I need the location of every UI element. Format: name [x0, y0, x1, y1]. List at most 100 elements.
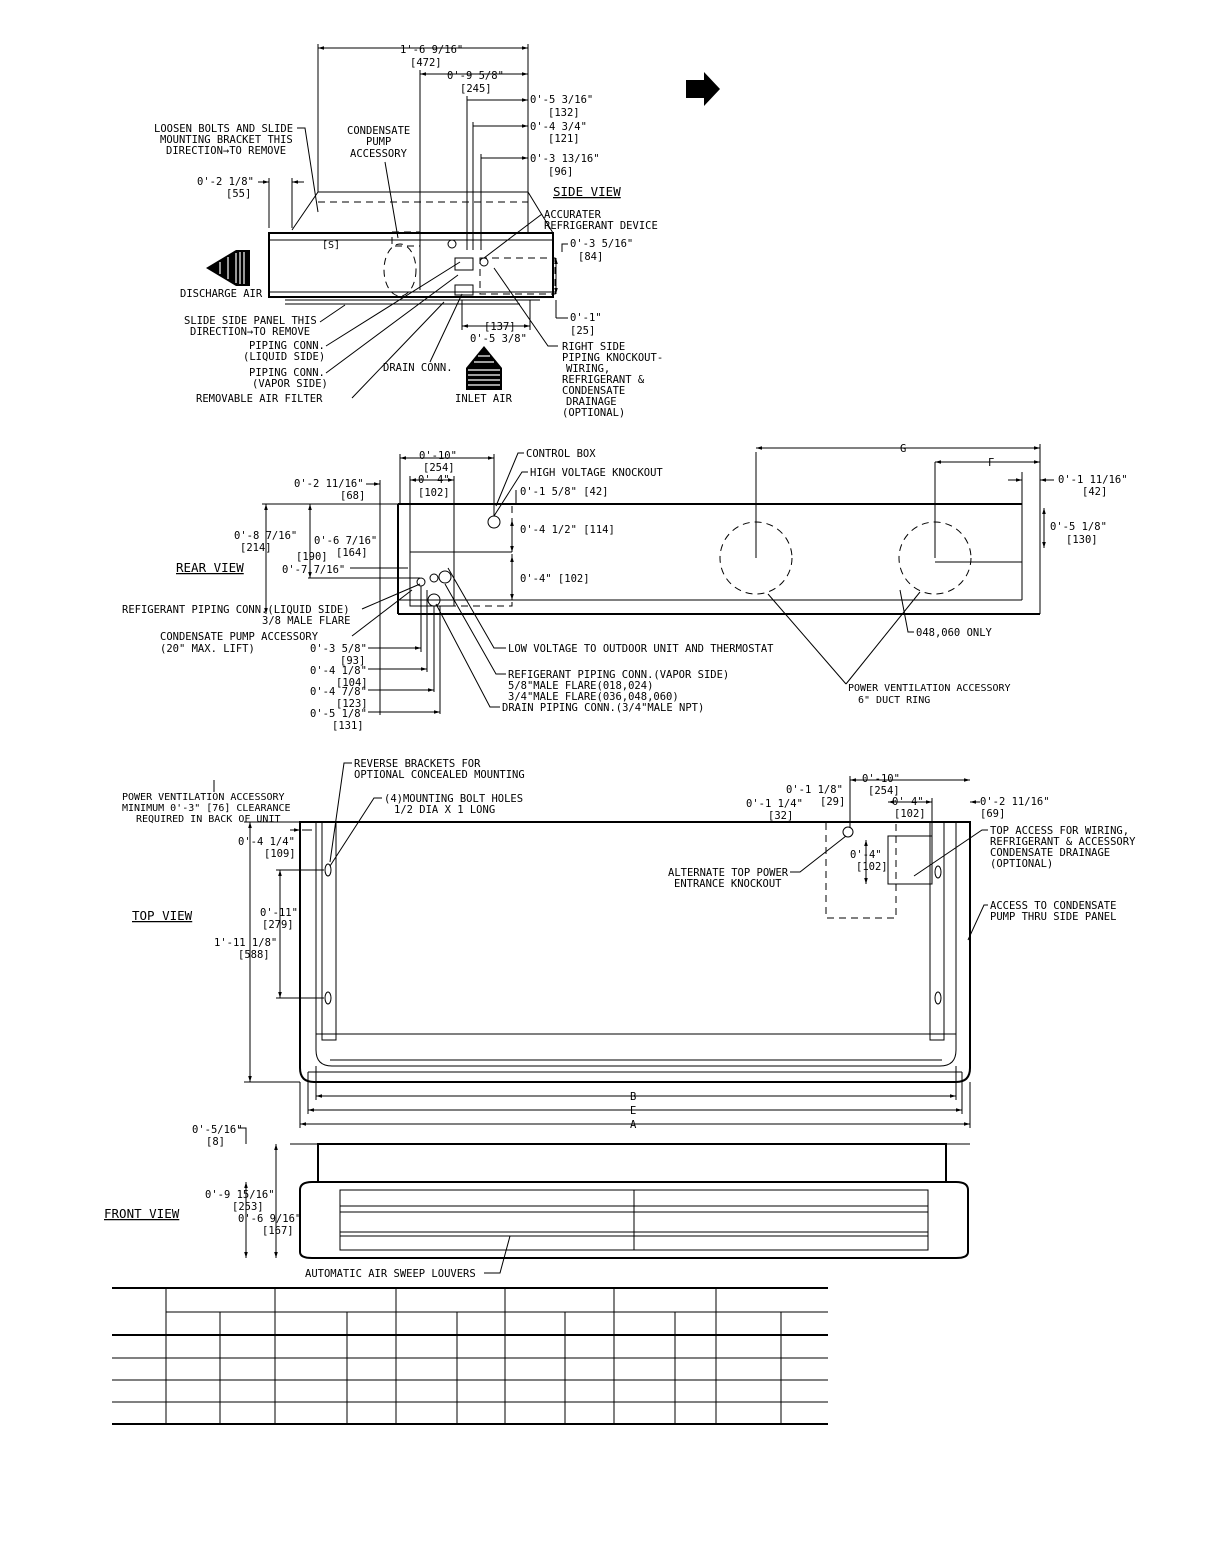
- label-loosen-1: LOOSEN BOLTS AND SLIDE: [154, 123, 293, 135]
- rear-dim-d254-mm: [254]: [423, 462, 455, 474]
- front-view-title: FRONT VIEW: [104, 1206, 180, 1221]
- top-dim-d279-mm: [279]: [262, 919, 294, 931]
- label-rear-drain: DRAIN PIPING CONN.(3/4"MALE NPT): [502, 702, 704, 714]
- rear-dim-d214: 0'-8 7/16": [234, 530, 297, 542]
- rear-dim-d131: 0'-5 1/8": [310, 708, 367, 720]
- label-inlet: INLET AIR: [455, 393, 513, 405]
- label-pump-1: CONDENSATE: [347, 125, 410, 137]
- label-right-2: PIPING KNOCKOUT-: [562, 352, 663, 364]
- rear-dim-d102a-mm: [102]: [418, 487, 450, 499]
- top-dim-b: B: [630, 1091, 636, 1103]
- top-dim-d102b: 0'-4": [850, 849, 882, 861]
- dim-d245: 0'-9 5/8": [447, 70, 504, 82]
- dim-d137: 0'-5 3/8": [470, 333, 527, 345]
- label-pv-2: 6" DUCT RING: [858, 695, 930, 706]
- dim-d55: 0'-2 1/8": [197, 176, 254, 188]
- side-view: [S] 1'-6 9/16" [472] 0'-9 5/8" [245] 0'-…: [154, 44, 663, 419]
- label-top-pv-1: POWER VENTILATION ACCESSORY: [122, 792, 285, 803]
- top-dim-a: A: [630, 1119, 637, 1131]
- label-access-4: (OPTIONAL): [990, 858, 1053, 870]
- dim-overall: 1'-6 9/16": [400, 44, 463, 56]
- rear-dim-r42: 0'-1 11/16": [1058, 474, 1128, 486]
- label-accurater-1: ACCURATER: [544, 209, 602, 221]
- rear-view: 0'-10" [254] 0'-4" [102] 0'-2 11/16" [68…: [122, 443, 1128, 732]
- label-accurater-2: REFRIGERANT DEVICE: [544, 220, 658, 232]
- label-top-pv-3: REQUIRED IN BACK OF UNIT: [136, 814, 281, 825]
- bolt-hole: [324, 863, 332, 877]
- top-dim-d588-mm: [588]: [238, 949, 270, 961]
- label-louvers: AUTOMATIC AIR SWEEP LOUVERS: [305, 1268, 476, 1280]
- top-dim-e: E: [630, 1105, 636, 1117]
- front-dim-d167: 0'-6 9/16": [238, 1213, 301, 1225]
- dim-d96: 0'-3 13/16": [530, 153, 600, 165]
- label-reverse-1: REVERSE BRACKETS FOR: [354, 758, 481, 770]
- rear-dim-d93-mm: [93]: [340, 655, 365, 667]
- rear-dim-d214-mm: [214]: [240, 542, 272, 554]
- label-ref-liq-1: REFIGERANT PIPING CONN.(LIQUID SIDE): [122, 604, 350, 616]
- dim-d132: 0'-5 3/16": [530, 94, 593, 106]
- bolt-hole: [934, 865, 942, 879]
- top-dim-d32-mm: [32]: [768, 810, 793, 822]
- label-slide-1: SLIDE SIDE PANEL THIS: [184, 315, 317, 327]
- label-048-060-only: 048,060 ONLY: [916, 627, 993, 639]
- bolt-hole: [324, 991, 332, 1005]
- rear-dim-d68-mm: [68]: [340, 490, 365, 502]
- label-right-6: DRAINAGE: [566, 396, 617, 408]
- top-dim-d109: 0'-4 1/4": [238, 836, 295, 848]
- dim-d84: 0'-3 5/16": [570, 238, 633, 250]
- top-dim-d102: 0'-4": [892, 796, 924, 808]
- rear-dim-r130: 0'-5 1/8": [1050, 521, 1107, 533]
- bolt-hole: [934, 991, 942, 1005]
- dim-d137-mm: [137]: [484, 321, 516, 333]
- rear-dim-d93: 0'-3 5/8": [310, 643, 367, 655]
- top-dim-d279: 0'-11": [260, 907, 298, 919]
- rear-dim-d164-mm: [164]: [336, 547, 368, 559]
- label-slide-2: DIRECTION→TO REMOVE: [190, 326, 310, 338]
- front-dim-d253-mm: [253]: [232, 1201, 264, 1213]
- top-dim-d29-mm: [29]: [820, 796, 845, 808]
- dim-d25: 0'-1": [570, 312, 602, 324]
- label-pipe-vap-2: (VAPOR SIDE): [252, 378, 328, 390]
- label-hv-knockout: HIGH VOLTAGE KNOCKOUT: [530, 467, 663, 479]
- label-pump-2: PUMP: [366, 136, 391, 148]
- front-view: 0'-5/16" [8] 0'-9 15/16" [253] 0'-6 9/16…: [104, 1124, 970, 1280]
- dim-d25-mm: [25]: [570, 325, 595, 337]
- label-loosen-3: DIRECTION→TO REMOVE: [166, 145, 286, 157]
- label-right-7: (OPTIONAL): [562, 407, 625, 419]
- top-view-title: TOP VIEW: [132, 908, 193, 923]
- rear-view-title: REAR VIEW: [176, 560, 244, 575]
- top-dim-d29: 0'-1 1/8": [786, 784, 843, 796]
- top-view: 1'-11 1/8" [588] 0'-11" [279] 0'-4 1/4" …: [122, 758, 1136, 1131]
- front-dim-d167-mm: [167]: [262, 1225, 294, 1237]
- label-rear-pump-2: (20" MAX. LIFT): [160, 643, 255, 655]
- label-pipe-vap-1: PIPING CONN.: [249, 367, 325, 379]
- label-filter: REMOVABLE AIR FILTER: [196, 393, 323, 405]
- label-right-5: CONDENSATE: [562, 385, 625, 397]
- top-dim-d254-mm: [254]: [868, 785, 900, 797]
- top-dim-d588: 1'-11 1/8": [214, 937, 277, 949]
- dim-overall-mm: [472]: [410, 57, 442, 69]
- label-pv-1: POWER VENTILATION ACCESSORY: [848, 683, 1011, 694]
- front-dim-d8: 0'-5/16": [192, 1124, 243, 1136]
- dim-d55-mm: [55]: [226, 188, 251, 200]
- label-holes-1: (4)MOUNTING BOLT HOLES: [384, 793, 523, 805]
- label-top-pv-2: MINIMUM 0'-3" [76] CLEARANCE: [122, 803, 291, 814]
- label-ref-liq-2: 3/8 MALE FLARE: [262, 615, 351, 627]
- top-dim-d69-mm: [69]: [980, 808, 1005, 820]
- rear-dim-d123: 0'-4 7/8": [310, 686, 367, 698]
- rear-dim-d68: 0'-2 11/16": [294, 478, 364, 490]
- rear-dim-d104-mm: [104]: [336, 677, 368, 689]
- label-holes-2: 1/2 DIA X 1 LONG: [394, 804, 495, 816]
- dim-d132-mm: [132]: [548, 107, 580, 119]
- top-dim-d69: 0'-2 11/16": [980, 796, 1050, 808]
- label-discharge: DISCHARGE AIR: [180, 288, 263, 300]
- label-drain: DRAIN CONN.: [383, 362, 453, 374]
- rear-dim-d190-mm: [190]: [296, 551, 328, 563]
- rear-dim-d131-mm: [131]: [332, 720, 364, 732]
- dim-d121: 0'-4 3/4": [530, 121, 587, 133]
- top-dim-d102b-mm: [102]: [856, 861, 888, 873]
- rear-dim-f: F: [988, 457, 994, 469]
- rear-dim-d104: 0'-4 1/8": [310, 665, 367, 677]
- front-dim-d8-mm: [8]: [206, 1136, 225, 1148]
